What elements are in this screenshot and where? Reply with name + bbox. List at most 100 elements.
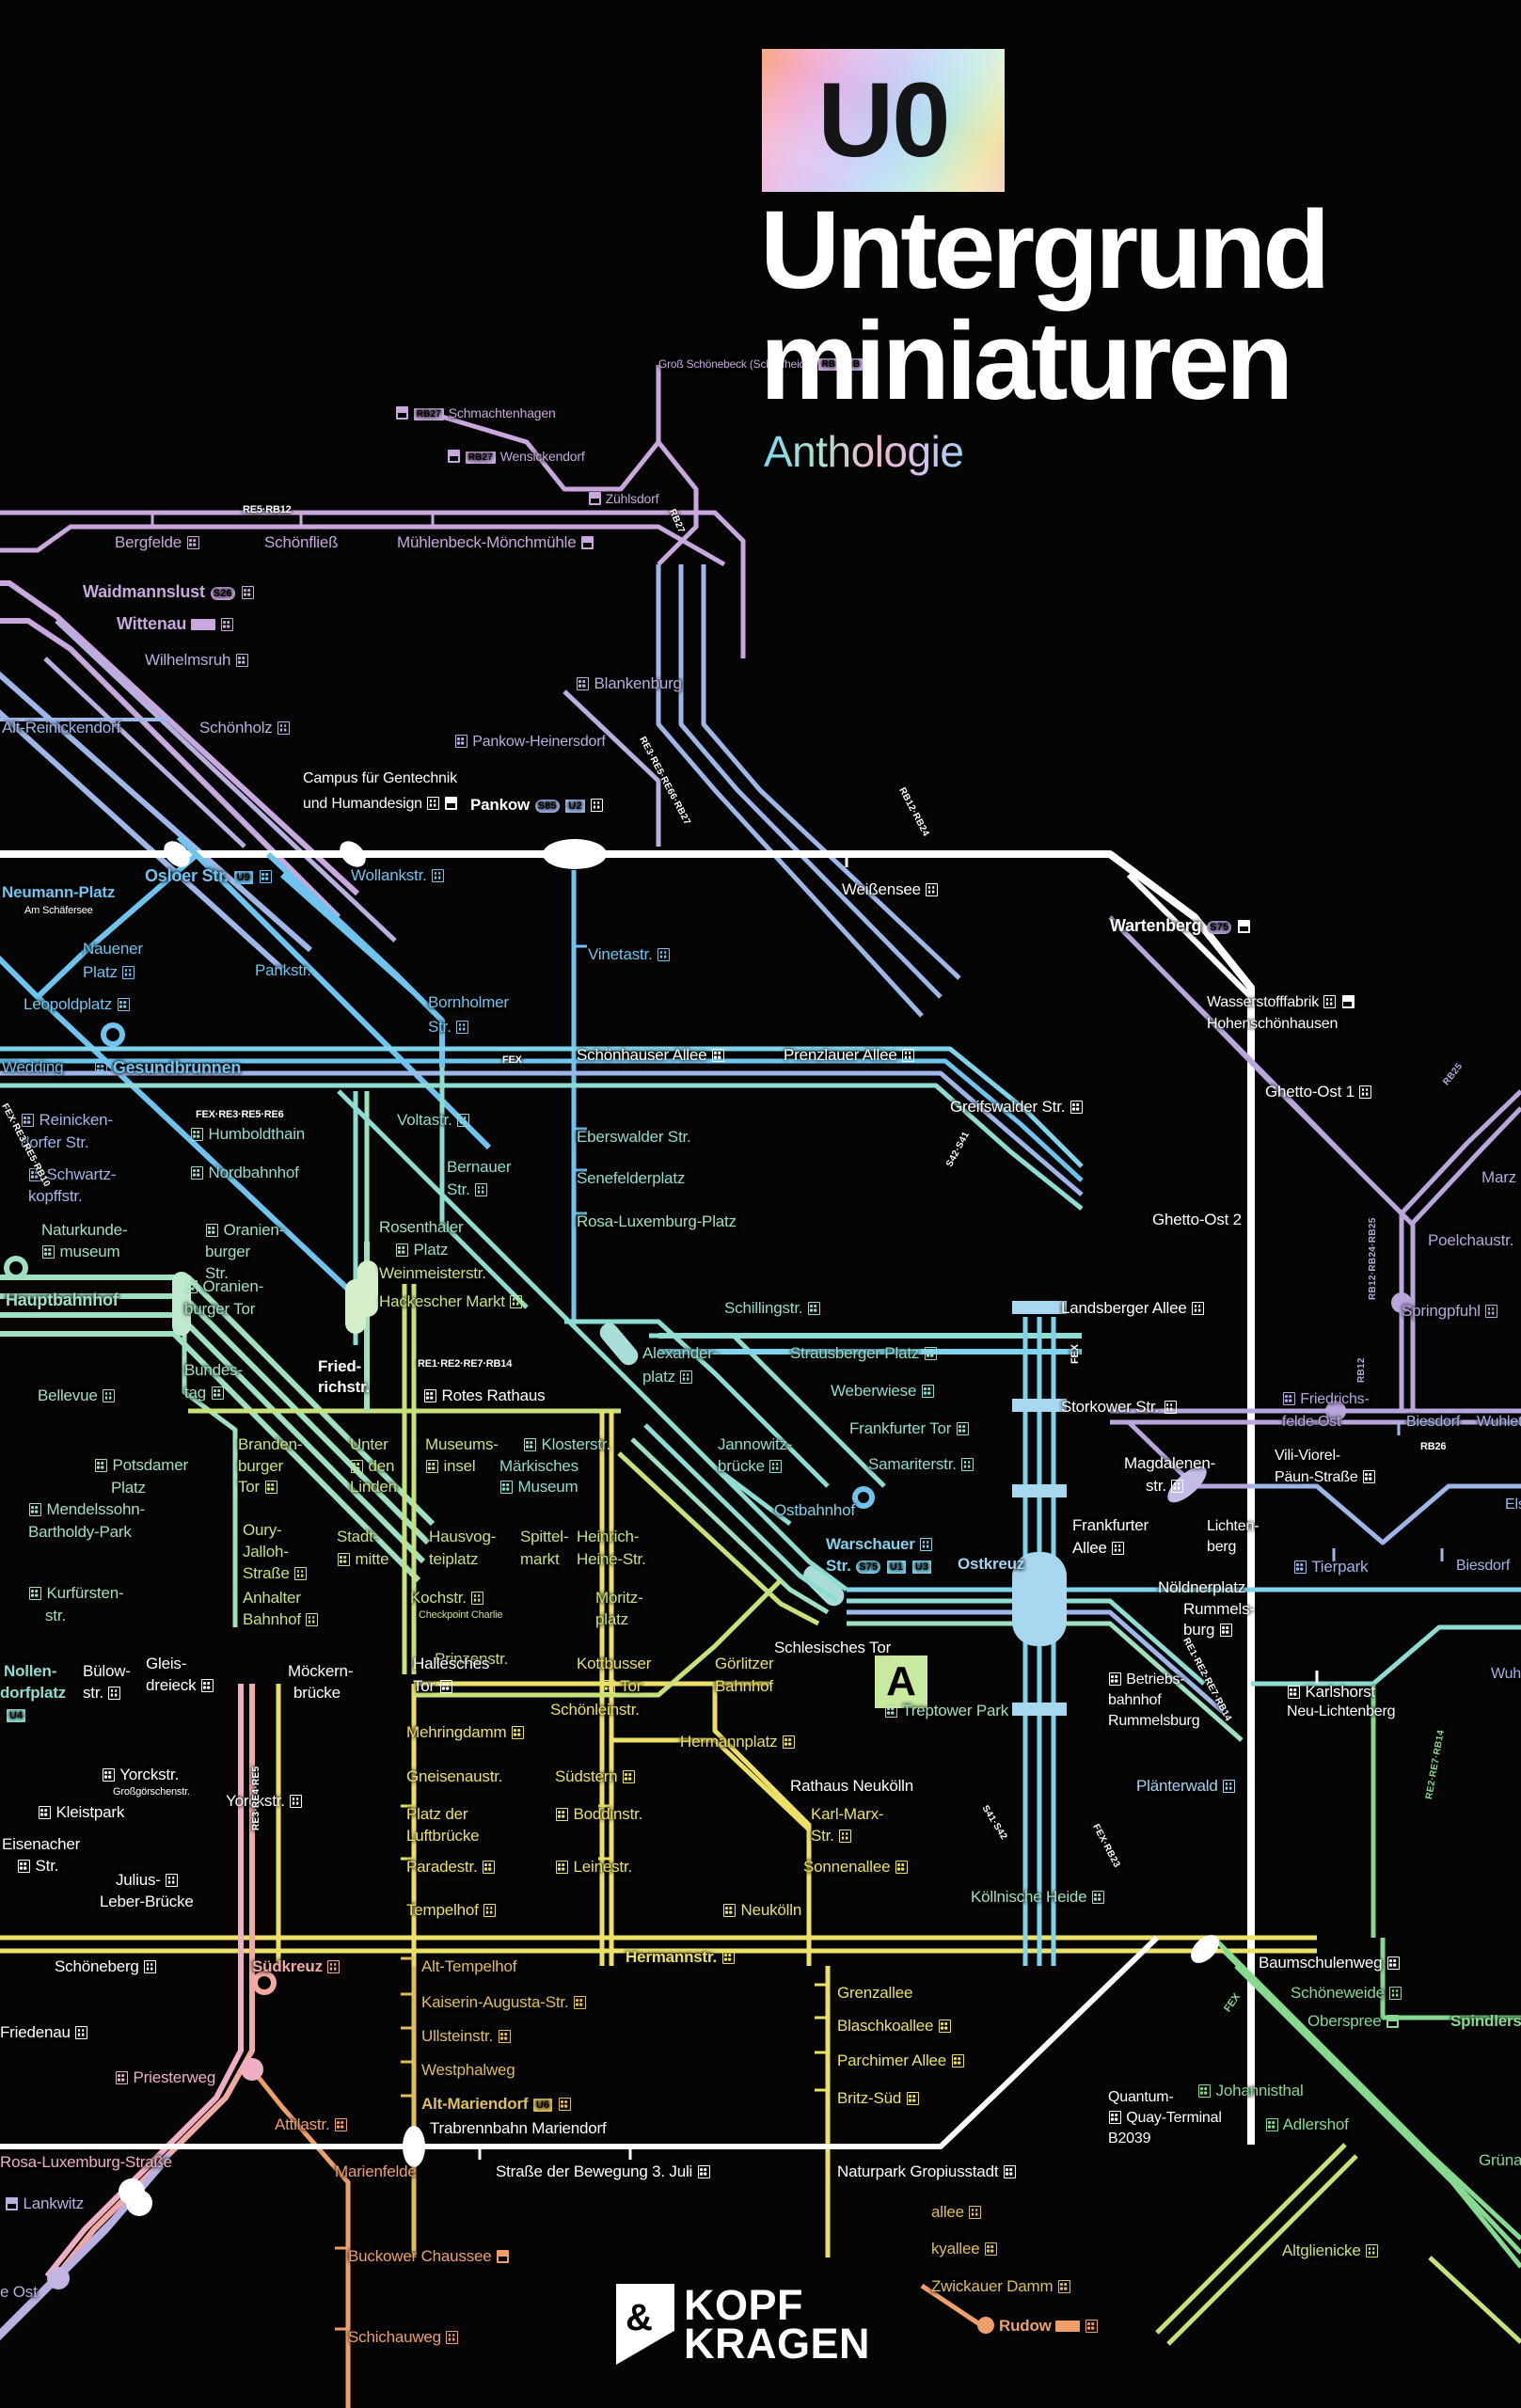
station-name: Wollankstr. [351,866,427,884]
station-name: dorfplatz [0,1684,66,1702]
station-label: Hallesches [413,1656,489,1672]
station-name: platz [595,1610,628,1628]
lift-icon [938,2020,951,2033]
station-label: brücke [293,1685,341,1702]
station-label: brücke [718,1458,783,1475]
station-name: Warschauer [826,1535,915,1553]
station-label: Friedrichs- [1282,1391,1370,1408]
station-name: Oury- [243,1521,282,1539]
lift-icon [969,2206,982,2219]
station-name: Leopoldplatz [24,995,113,1013]
station-name: markt [520,1550,560,1568]
station-label: Wartenberg S75 [1110,917,1251,935]
lift-icon [95,1062,107,1075]
lift-icon [396,1244,408,1257]
flag-icon [6,2197,18,2210]
station-label: RB27 Schmachtenhagen [395,406,556,420]
station-label: Wuhletal [1477,1414,1521,1431]
station-label: Frankfurter [1072,1517,1149,1534]
station-label: bahnhof [1108,1692,1162,1709]
station-name: Prenzlauer Allee [784,1046,897,1064]
station-name: Kottbusser [577,1655,652,1672]
ampersand-text: & [626,2297,653,2338]
station-name: Pankstr. [255,961,311,979]
station-label: Heine-Str. [577,1551,646,1568]
station-name: Schlesisches Tor [774,1639,892,1656]
station-label: burger [238,1458,283,1475]
station-label: Wuhl [1491,1666,1521,1683]
station-name: Westphalweg [421,2061,515,2079]
station-name: Altglienicke [1282,2242,1361,2259]
station-label: dorfer Str. [21,1134,89,1151]
station-name: Südkreuz [252,1957,323,1975]
station-name: Schichauweg [348,2328,441,2346]
station-name: Linden [350,1478,397,1496]
line-code-label: FEX·RE3·RE5·RE6 [196,1109,284,1120]
station-name: Hohenschönhausen [1207,1016,1339,1032]
station-name: Frankfurter [1072,1516,1149,1534]
line-code-label-diagonal: RB12 [1356,1357,1367,1383]
station-label: Moritz- [595,1590,643,1607]
station-label: Hermannplatz [680,1734,796,1751]
lift-icon [22,1114,34,1127]
station-label: burger Tor [184,1301,255,1318]
station-name: Treptower Park [902,1702,1008,1719]
station-label: Oranien- [205,1222,284,1239]
lift-icon [427,797,440,810]
station-label: Rosenthaler [379,1219,464,1236]
station-name: den [368,1457,395,1475]
station-label: platz [595,1611,628,1628]
station-name: Schwartz- [46,1165,117,1183]
station-label: Attilastr. [275,2116,348,2133]
station-name: Priesterweg [133,2068,216,2086]
station-label: Friedenau [0,2024,88,2041]
station-label: Luftbrücke [406,1828,480,1845]
station-label: Tierpark [1293,1559,1369,1576]
u0-badge-text: U0 [817,61,950,179]
station-label: Plänterwald [1136,1778,1236,1795]
station-label: Pankstr. [255,962,311,979]
station-label: Humboldthain [190,1126,305,1143]
lift-icon [186,536,199,549]
lift-icon [211,1386,224,1400]
station-name: Reinicken- [39,1111,114,1129]
station-label: Alt-Tempelhof [421,1958,517,1975]
station-name: kyallee [931,2240,980,2258]
station-name: Wuhletal [1477,1414,1521,1430]
lift-icon [1069,1101,1083,1114]
station-label: Prenzlauer Allee [784,1047,915,1064]
station-name: Vinetastr. [588,945,653,963]
lift-icon [264,1481,277,1494]
station-name: Quantum- [1108,2089,1174,2105]
station-name: Trabrennbahn Mariendorf [430,2119,607,2137]
station-name: Bergfelde [115,533,182,551]
station-label: tag [184,1385,225,1402]
station-name: burg [1183,1621,1215,1639]
station-name: Ullsteinstr. [421,2027,494,2045]
station-label: burg [1183,1622,1233,1639]
station-name: Storkower Str. [1061,1398,1159,1416]
lift-icon [524,1438,536,1451]
station-label: Yorckstr. [226,1793,303,1810]
station-label: Jannowitz- [718,1436,792,1453]
line-chip: U4 [7,1709,26,1722]
station-label: Platz [83,964,135,981]
station-label: Gneisenaustr. [406,1768,503,1785]
station-name: richstr. [318,1378,371,1396]
lift-icon [191,1128,203,1141]
station-name: Märkisches [499,1457,578,1475]
station-name: Zwickauer Damm [931,2277,1054,2295]
lift-icon [895,1861,908,1874]
station-name: Karlshorst [1305,1683,1376,1701]
station-label: Treptower Park [884,1703,1008,1719]
station-name: Oranien- [202,1277,264,1295]
station-label: Wedding [2,1059,64,1076]
lift-icon [885,1704,897,1718]
line-chip-rb27: RB27 [413,408,445,420]
station-name: Lankwitz [23,2194,85,2212]
station-label: Neu-Lichtenberg [1287,1703,1396,1720]
station-label: berg [1207,1539,1236,1556]
lift-icon [558,2098,571,2111]
station-label: Tor [413,1678,453,1695]
lift-icon [185,1280,198,1293]
